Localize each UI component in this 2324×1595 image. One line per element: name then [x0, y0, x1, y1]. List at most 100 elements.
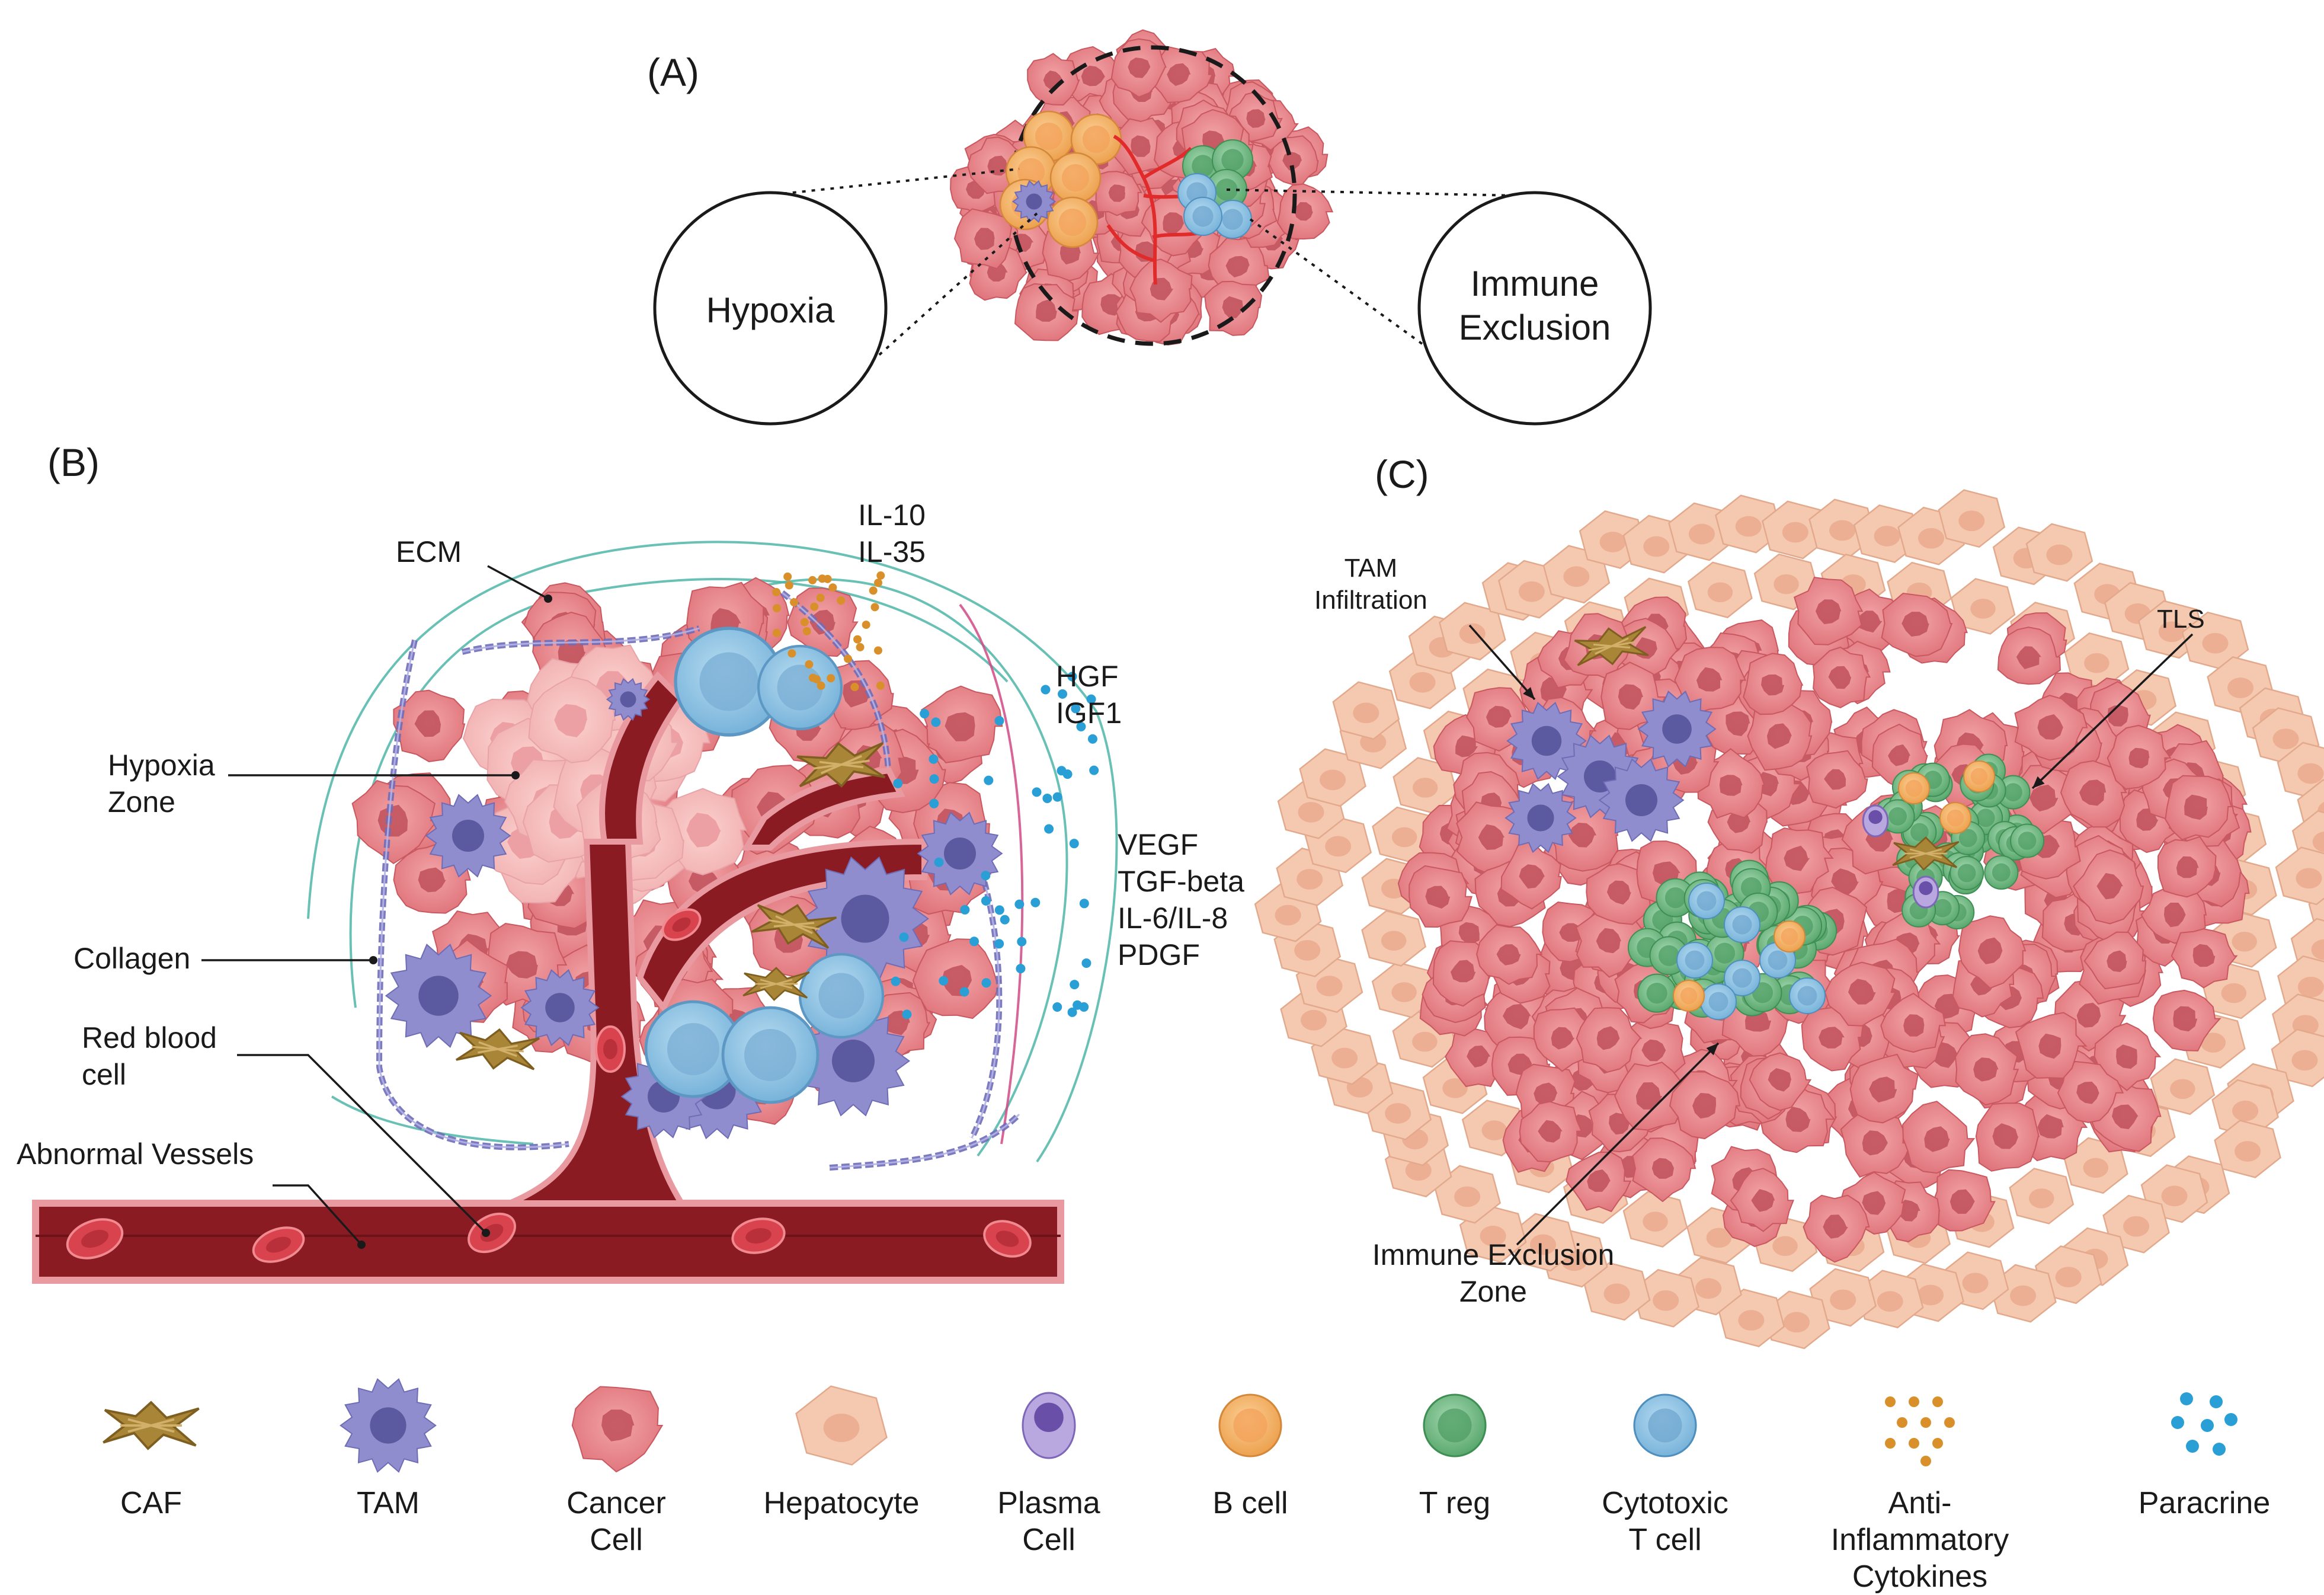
anti-inflammatory-cytokine — [772, 604, 781, 613]
cancer-cell — [1575, 906, 1646, 978]
paracrine-factor — [939, 976, 949, 986]
red-blood-cell-leader-end — [482, 1229, 490, 1237]
ecm-fiber — [959, 603, 1024, 1145]
cytokine-dot — [1932, 1396, 1943, 1407]
cytotoxic-t-cell — [1183, 197, 1222, 236]
t-reg-legend-shape — [1423, 1393, 1487, 1457]
collagen-fiber — [829, 1112, 1022, 1171]
tam-cell — [1504, 782, 1577, 854]
cancer-cell — [2014, 695, 2088, 761]
anti-inflammatory-cytokine — [862, 621, 870, 629]
legend-label-plasma: Plasma Cell — [997, 1486, 1100, 1557]
anti-inflammatory-cytokine — [876, 681, 885, 690]
zoom-connector — [1249, 218, 1456, 369]
paracrine-factor — [959, 987, 969, 997]
paracrine-factor — [1044, 824, 1054, 834]
anti-inflammatory-cytokine — [808, 576, 817, 584]
cancer-cell — [1500, 840, 1562, 910]
paracrine-factor — [981, 871, 991, 881]
cancer-cell — [1975, 1102, 2040, 1172]
legend-label-hepatocyte: Hepatocyte — [763, 1486, 920, 1520]
paracrine-factor — [1089, 765, 1099, 775]
cancer-cell — [1674, 647, 1747, 715]
hgf-igf1-label: HGF IGF1 — [1056, 660, 1122, 730]
abnormal-vessels-leader — [273, 1184, 363, 1246]
anti-inflammatory-cytokine — [828, 583, 837, 592]
tam-infiltration-label: TAM Infiltration — [1314, 554, 1427, 615]
paracrine-dot — [2171, 1416, 2184, 1429]
cancer-cell — [1765, 827, 1834, 894]
legend-label-caf: CAF — [120, 1486, 182, 1520]
paracrine-factor — [891, 976, 901, 986]
cancer-cell — [2073, 849, 2144, 925]
t-reg-cell — [1880, 799, 1915, 834]
red-blood-cell — [661, 908, 702, 941]
plasma-legend-shape — [1022, 1392, 1076, 1459]
cytokine-dot — [1885, 1396, 1896, 1407]
tam-icon — [340, 1378, 437, 1473]
legend-icons — [103, 1378, 2237, 1473]
legend-item-antiinflam: Anti-Inflammatory Cytokines — [1813, 1485, 2027, 1595]
paracrine-factor — [981, 978, 991, 988]
anti-inflammatory-cytokine — [788, 649, 796, 658]
cancer-cell — [1849, 1053, 1919, 1124]
paracrine-factor — [929, 754, 939, 764]
caf-icon — [103, 1401, 200, 1450]
cancer-cell — [2057, 1060, 2124, 1123]
cytokine-dot — [1897, 1417, 1907, 1428]
hepatocyte — [1714, 494, 1782, 554]
paracrine-factor — [1041, 685, 1051, 695]
immune-exclusion-circle — [1417, 191, 1652, 426]
paracrine-factor — [1030, 897, 1041, 907]
paracrine-dot — [2210, 1395, 2223, 1408]
cancer-cell — [1586, 863, 1654, 925]
paracrine-dot — [2201, 1419, 2214, 1432]
blood-vessel — [1106, 224, 1156, 263]
hypoxia-zone-label: Hypoxia Zone — [108, 749, 215, 819]
cancer-cell — [1747, 703, 1813, 771]
cytotoxic-t-cell — [1724, 960, 1760, 996]
cancer-cell — [1793, 577, 1864, 645]
red-blood-cell — [66, 1218, 124, 1260]
caf-cell — [1892, 836, 1960, 871]
anti-inflammatory-cytokine — [874, 578, 883, 587]
cytotoxic-t-cell — [674, 627, 784, 737]
t-reg-cell — [1637, 973, 1677, 1013]
tls-label: TLS — [2157, 605, 2205, 634]
legend-item-hepatocyte: Hepatocyte — [735, 1485, 948, 1522]
tam-infiltration-arrow-head — [1523, 687, 1535, 699]
cancer-cell — [1576, 1007, 1643, 1073]
cancer-cell — [2060, 760, 2127, 828]
red-blood-cell — [252, 1226, 305, 1263]
collagen-fiber — [461, 625, 700, 655]
abnormal-vessels-leader-end — [357, 1241, 366, 1249]
blood-vessel — [1142, 146, 1193, 180]
hepatocyte — [1809, 1268, 1877, 1327]
hepatocyte — [1361, 910, 1427, 967]
t-reg-cell — [2010, 823, 2045, 858]
ecm-leader-end — [544, 594, 552, 603]
cancer-cell — [1465, 687, 1531, 752]
anti-inflammatory-cytokine — [876, 571, 885, 580]
cancer-cell — [2171, 928, 2238, 989]
hepatocyte — [1938, 489, 2006, 548]
cancer-cell — [1730, 1168, 1794, 1232]
hepatocyte — [1583, 1262, 1651, 1321]
hepatocyte — [2150, 1058, 2216, 1115]
anti-inflammatory-cytokine — [800, 618, 809, 627]
hepatocyte — [1687, 561, 1753, 619]
hepatocyte — [2275, 846, 2324, 906]
hypoxic-cell — [528, 676, 616, 763]
cytokine-dot — [1909, 1438, 1919, 1449]
paracrine-factor — [1071, 704, 1081, 714]
t-reg-cell — [1656, 878, 1695, 918]
paracrine-dot — [2186, 1440, 2199, 1453]
paracrine-factor — [920, 709, 930, 719]
anti-inflammatory-cytokines-icon — [1885, 1396, 1955, 1466]
cancer-cell — [1958, 915, 2027, 989]
cancer-cell — [2152, 989, 2221, 1051]
hepatocyte — [1299, 748, 1366, 807]
blood-vessel — [1113, 135, 1145, 179]
tumor-cancer-cell — [1267, 135, 1319, 186]
